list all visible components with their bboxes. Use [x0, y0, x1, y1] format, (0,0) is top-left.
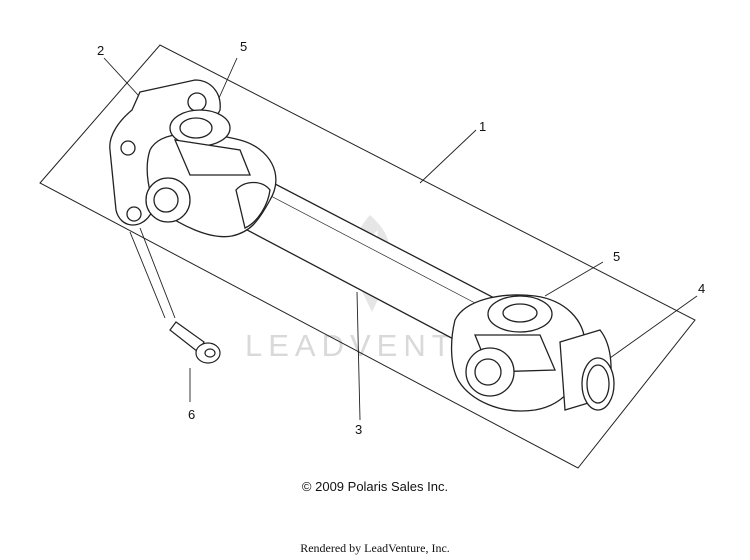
callout-5-rear: 5: [613, 249, 620, 264]
leader-lines: [103, 57, 698, 421]
flange-bolt: [169, 321, 221, 364]
bearing-cap-icon: [474, 358, 502, 386]
rendered-by-credit: Rendered by LeadVenture, Inc.: [300, 541, 450, 555]
spline-bore-icon: [586, 364, 610, 404]
rear-u-joint-assembly: [450, 294, 615, 412]
callout-4: 4: [698, 281, 705, 296]
flange-hole-icon: [126, 206, 142, 222]
assembly-outline-box: [39, 44, 696, 469]
flange-hole-icon: [120, 140, 136, 156]
flange-hole-icon: [187, 92, 207, 112]
callout-2: 2: [97, 43, 104, 58]
bearing-cap-icon: [153, 187, 179, 213]
front-u-joint-assembly: [109, 79, 277, 238]
callout-1: 1: [479, 119, 486, 134]
yoke-neck: [235, 181, 271, 229]
bearing-cap-icon: [502, 303, 538, 323]
cross-spider: [173, 139, 251, 176]
callout-6: 6: [188, 407, 195, 422]
callouts: 1 2 3 4 5 5 6: [97, 39, 705, 437]
bearing-cap-icon: [179, 117, 213, 139]
callout-3: 3: [355, 422, 362, 437]
callout-5-front: 5: [240, 39, 247, 54]
copyright-notice: © 2009 Polaris Sales Inc.: [301, 479, 449, 494]
